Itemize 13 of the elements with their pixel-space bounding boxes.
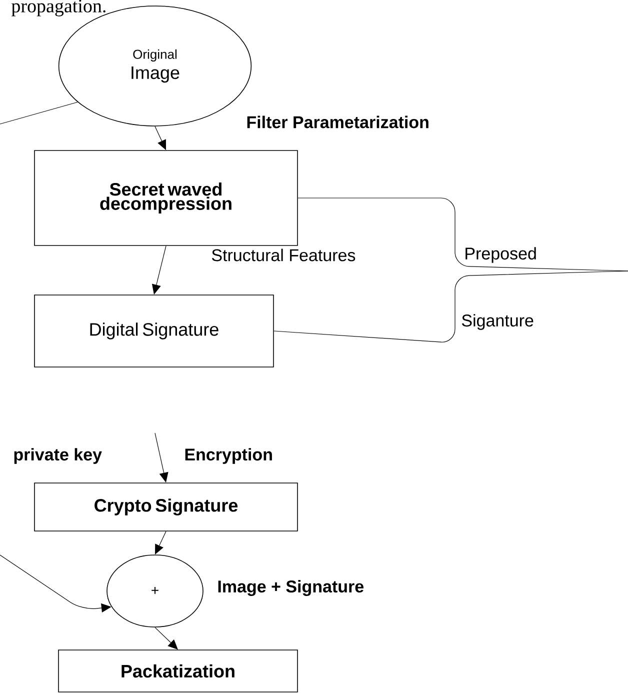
connector-line: [0, 102, 78, 124]
annotation-text: Encryption: [185, 448, 272, 464]
connector-line: [274, 270, 628, 342]
annotation-text: Siganture: [462, 314, 534, 330]
process-box: Digital Signature: [34, 294, 274, 368]
process-box: Packatization: [58, 650, 298, 692]
annotation-text: Image + Signature: [218, 580, 364, 596]
annotation-text: private key: [14, 448, 102, 464]
connector-line: [298, 198, 628, 272]
annotation-text: Preposed: [466, 247, 536, 263]
process-box: Crypto Signature: [34, 482, 298, 532]
process-box: Secret waved decompression: [34, 150, 298, 246]
annotation-text: Structural Features: [212, 248, 356, 262]
